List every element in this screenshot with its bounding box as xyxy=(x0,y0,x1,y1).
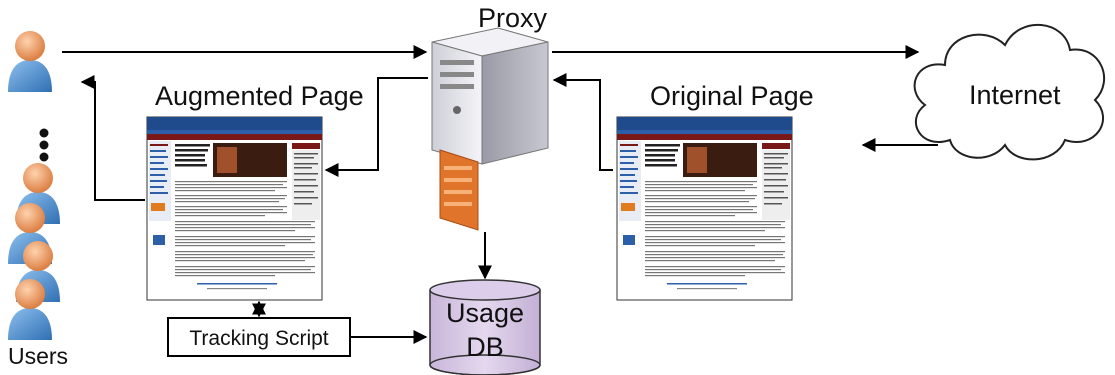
augmented-page-label: Augmented Page xyxy=(155,81,364,111)
ellipsis-dots xyxy=(39,128,49,162)
usage-db-label-line1: Usage xyxy=(446,298,524,328)
usage-db-label-line2: DB xyxy=(466,332,504,362)
arrow-original-to-proxy xyxy=(552,73,613,171)
original-page-label: Original Page xyxy=(650,81,814,111)
tracking-script-box xyxy=(167,317,351,357)
database-icon xyxy=(429,279,541,375)
arrow-proxy-to-augmented xyxy=(324,77,428,177)
users-label: Users xyxy=(8,343,68,369)
augmented-page-thumbnail xyxy=(146,116,323,301)
original-page-thumbnail xyxy=(616,116,793,301)
user-icon xyxy=(8,31,52,92)
tracking-script-label: Tracking Script xyxy=(189,327,328,350)
arrow-augmented-to-user xyxy=(80,75,145,201)
internet-label: Internet xyxy=(969,80,1061,110)
cloud-icon xyxy=(913,23,1106,161)
proxy-label: Proxy xyxy=(478,3,548,33)
server-icon xyxy=(431,27,549,231)
